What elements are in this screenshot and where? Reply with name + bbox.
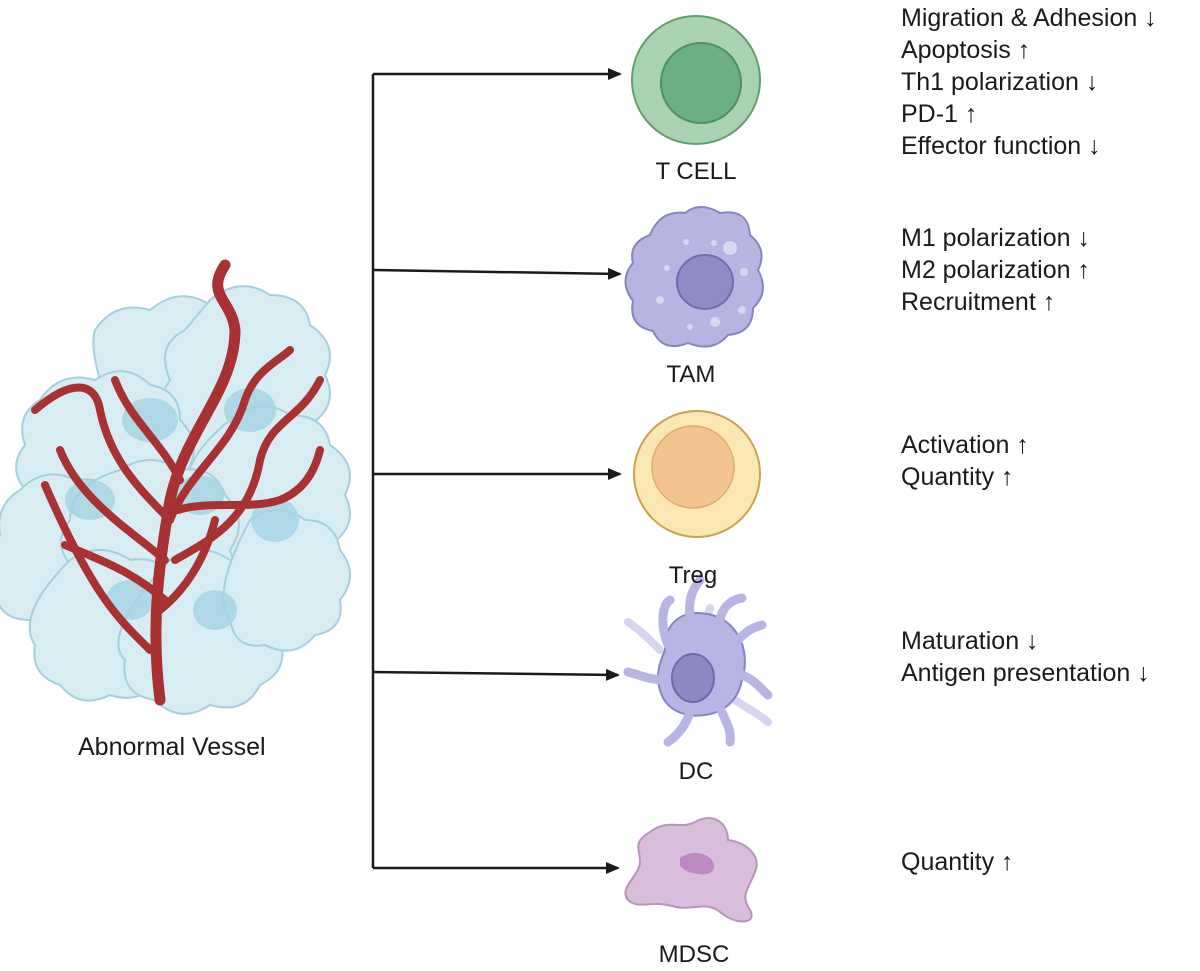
effect-item: PD-1 ↑ bbox=[901, 100, 978, 128]
treg-icon bbox=[633, 410, 761, 538]
effect-item: Th1 polarization ↓ bbox=[901, 68, 1099, 96]
effect-item: Quantity ↑ bbox=[901, 463, 1014, 491]
effects-dc: Maturation ↓ Antigen presentation ↓ bbox=[901, 625, 1150, 689]
arrow-dc bbox=[372, 668, 620, 681]
t-cell-icon bbox=[631, 15, 761, 145]
effect-item: Apoptosis ↑ bbox=[901, 36, 1031, 64]
effects-t-cell: Migration & Adhesion ↓ Apoptosis ↑ Th1 p… bbox=[901, 2, 1157, 162]
tam-icon bbox=[624, 206, 764, 348]
effects-tam: M1 polarization ↓ M2 polarization ↑ Recr… bbox=[901, 222, 1090, 318]
effect-item: M2 polarization ↑ bbox=[901, 256, 1090, 284]
effect-item: Activation ↑ bbox=[901, 431, 1029, 459]
effects-mdsc: Quantity ↑ bbox=[901, 846, 1014, 878]
cell-label-t-cell: T CELL bbox=[655, 158, 737, 185]
effect-item: Migration & Adhesion ↓ bbox=[901, 4, 1157, 32]
effect-item: Recruitment ↑ bbox=[901, 288, 1056, 316]
dc-icon bbox=[623, 575, 773, 747]
cell-label-tam: TAM bbox=[666, 361, 716, 388]
effect-item: Antigen presentation ↓ bbox=[901, 659, 1150, 687]
connector-lines bbox=[371, 68, 622, 874]
arrow-tam bbox=[372, 267, 622, 280]
cell-label-dc: DC bbox=[678, 758, 714, 785]
abnormal-vessel-label: Abnormal Vessel bbox=[78, 733, 266, 761]
cell-label-treg: Treg bbox=[668, 562, 718, 589]
cell-label-mdsc: MDSC bbox=[658, 941, 730, 968]
effects-treg: Activation ↑ Quantity ↑ bbox=[901, 429, 1029, 493]
effect-item: Maturation ↓ bbox=[901, 627, 1039, 655]
tumor-illustration bbox=[0, 259, 351, 715]
mdsc-icon bbox=[624, 817, 758, 923]
effect-item: M1 polarization ↓ bbox=[901, 224, 1090, 252]
effect-item: Quantity ↑ bbox=[901, 848, 1014, 876]
effect-item: Effector function ↓ bbox=[901, 132, 1101, 160]
